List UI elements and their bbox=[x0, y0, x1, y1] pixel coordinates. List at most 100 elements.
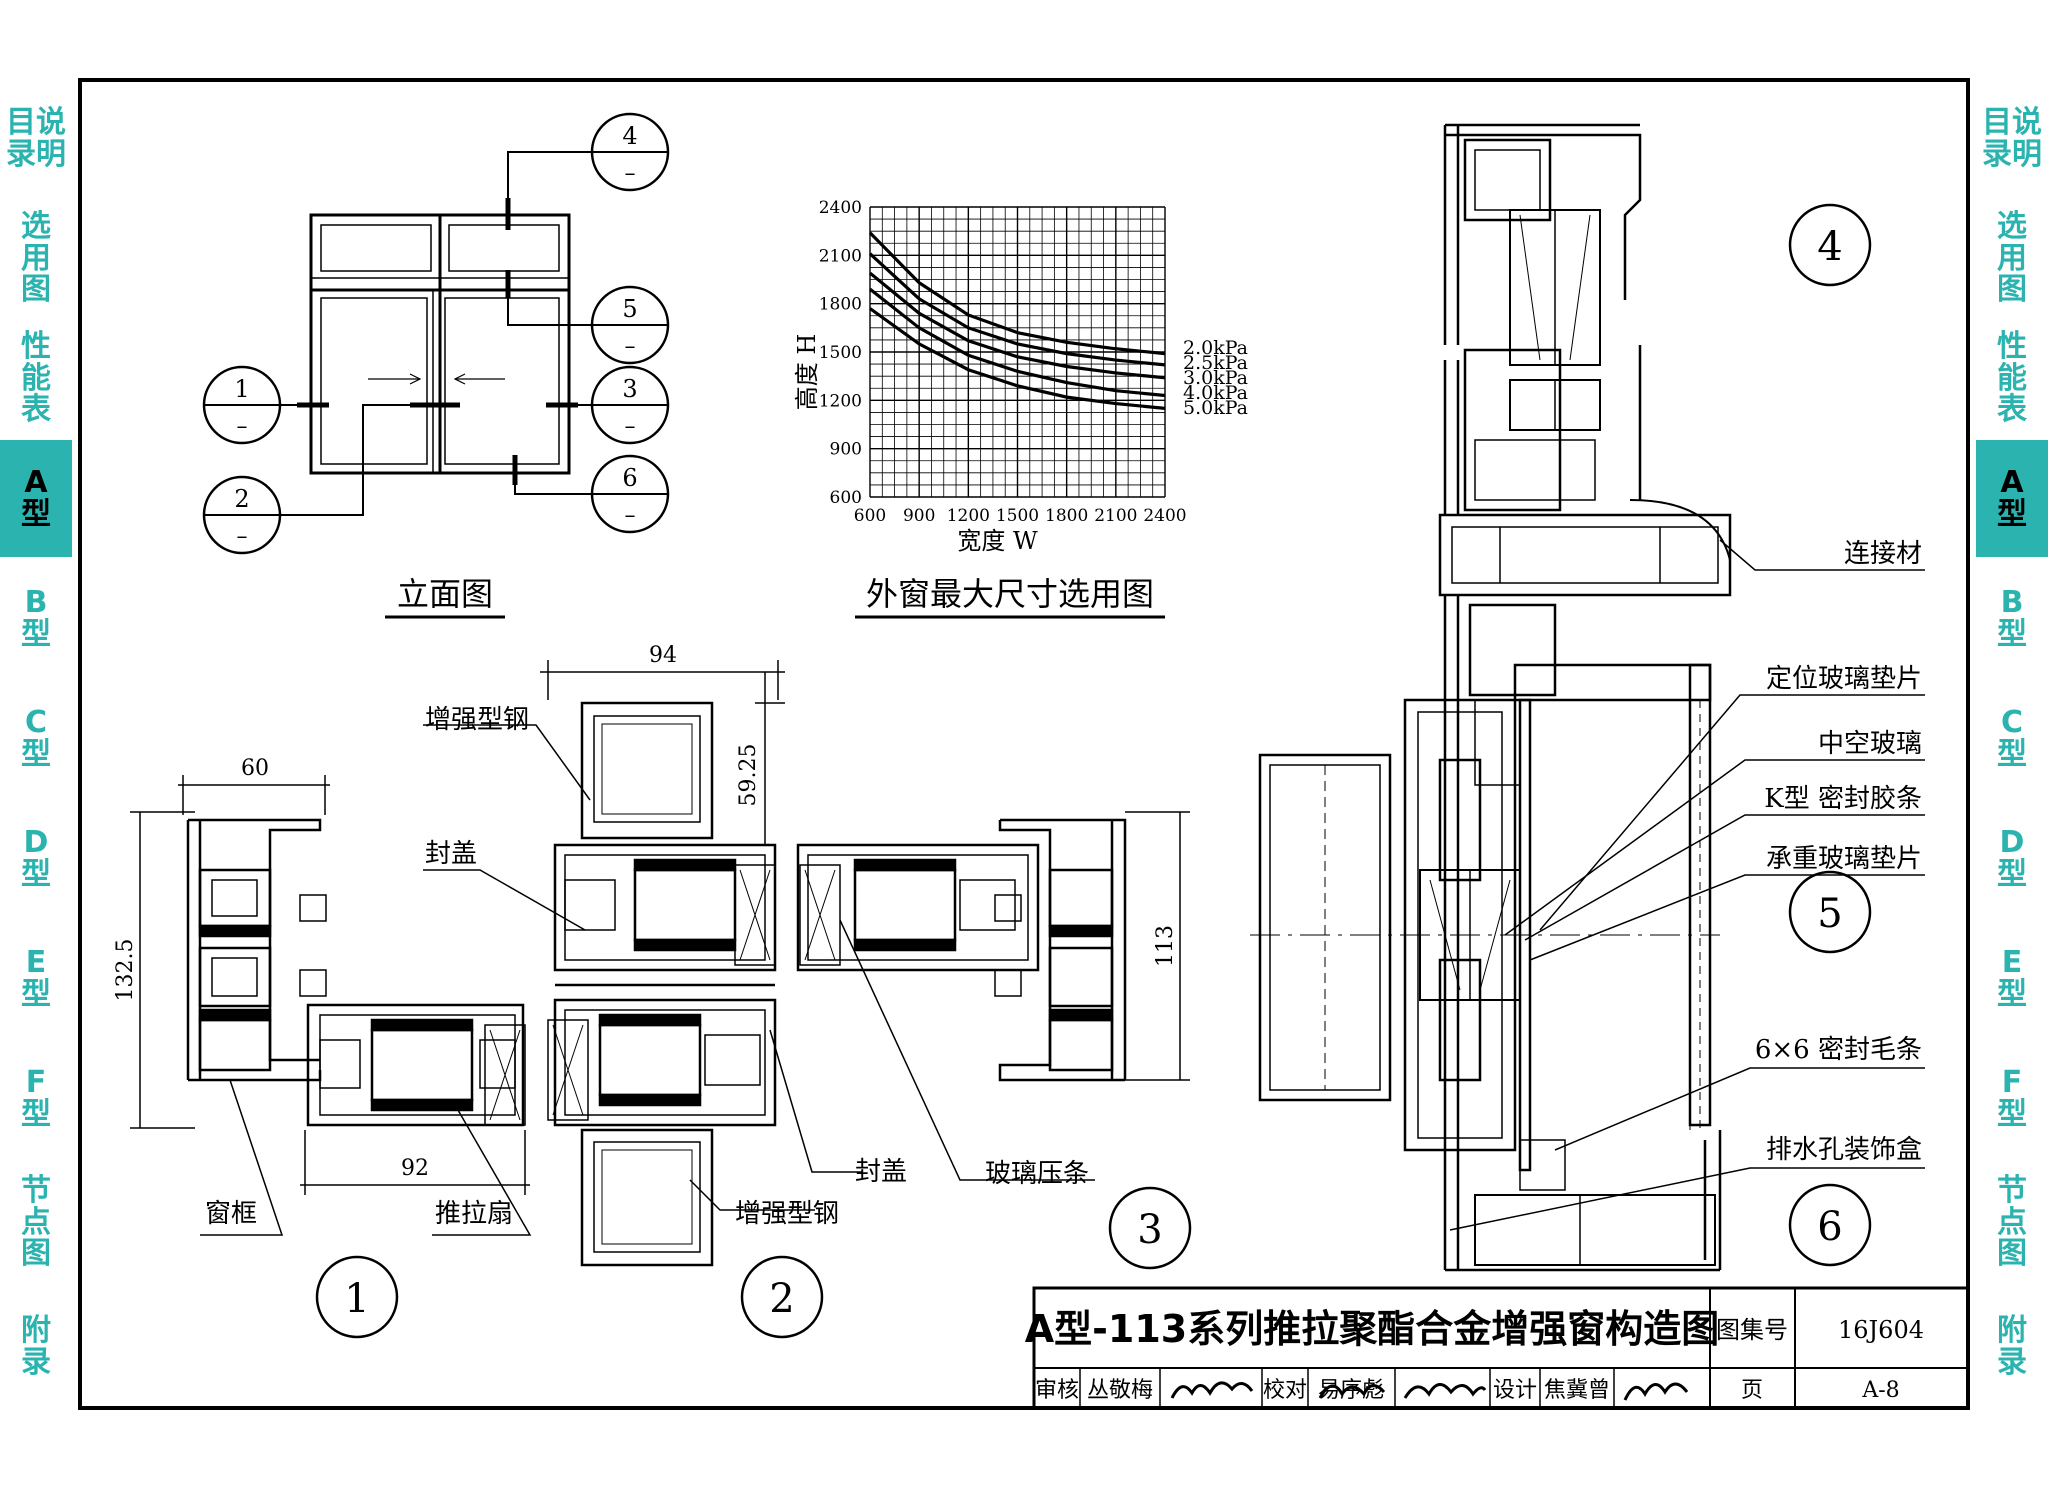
side-tab-left-8[interactable]: F 型 bbox=[0, 1040, 72, 1160]
dim-94: 94 bbox=[649, 643, 677, 668]
atlas-value: 16J604 bbox=[1838, 1316, 1924, 1344]
side-tab-label: 选 用 图 bbox=[1997, 209, 2027, 308]
side-tab-left-0[interactable]: 目说 录明 bbox=[0, 80, 72, 200]
side-tab-left-6[interactable]: D 型 bbox=[0, 800, 72, 920]
side-tab-left-7[interactable]: E 型 bbox=[0, 920, 72, 1040]
node-number: 4 bbox=[1817, 224, 1842, 270]
callout-number: 3 bbox=[622, 375, 637, 403]
side-tab-left-5[interactable]: C 型 bbox=[0, 680, 72, 800]
x-tick-label: 1800 bbox=[1045, 506, 1088, 526]
series-label: 2.0kPa bbox=[1183, 337, 1248, 359]
callout-sub: – bbox=[237, 414, 248, 439]
callout-sub: – bbox=[625, 161, 636, 186]
y-tick-label: 600 bbox=[830, 488, 862, 508]
side-tab-left-4[interactable]: B 型 bbox=[0, 560, 72, 680]
side-tab-left-2[interactable]: 性 能 表 bbox=[0, 320, 72, 440]
atlas-label: 图集号 bbox=[1716, 1316, 1788, 1344]
y-tick-label: 900 bbox=[830, 440, 862, 460]
review-name: 丛敬梅 bbox=[1087, 1378, 1153, 1403]
side-tab-label: E 型 bbox=[21, 945, 51, 1012]
side-tab-right-10[interactable]: 附 录 bbox=[1976, 1288, 2048, 1408]
node-number: 6 bbox=[1817, 1204, 1842, 1250]
sheet-border bbox=[78, 78, 1970, 1410]
node-circle bbox=[740, 1255, 824, 1339]
callout-number: 1 bbox=[234, 375, 249, 403]
review-label: 审核 bbox=[1035, 1378, 1079, 1403]
node-number: 3 bbox=[1137, 1207, 1162, 1253]
x-tick-label: 2400 bbox=[1143, 506, 1186, 526]
check-label: 校对 bbox=[1263, 1378, 1307, 1403]
side-tab-label: F 型 bbox=[21, 1065, 51, 1132]
side-tab-label: 选 用 图 bbox=[21, 209, 51, 308]
y-tick-label: 1800 bbox=[819, 295, 862, 315]
callout-number: 2 bbox=[234, 485, 249, 513]
side-tab-label: D 型 bbox=[21, 825, 51, 892]
dim-60: 60 bbox=[241, 756, 269, 781]
x-tick-label: 1500 bbox=[996, 506, 1039, 526]
design-label: 设计 bbox=[1493, 1378, 1537, 1403]
side-tab-right-3[interactable]: A 型 bbox=[1976, 440, 2048, 560]
x-axis-label: 宽度 W bbox=[957, 527, 1038, 555]
dim-113: 113 bbox=[1153, 925, 1178, 967]
side-tab-label: B 型 bbox=[1997, 585, 2027, 652]
callout-number: 5 bbox=[622, 295, 637, 323]
elevation-callouts: 4–5–1–3–2–6– bbox=[202, 112, 670, 555]
side-tab-right-4[interactable]: B 型 bbox=[1976, 560, 2048, 680]
x-tick-label: 600 bbox=[854, 506, 886, 526]
label-steel_bottom: 增强型钢 bbox=[735, 1199, 839, 1229]
side-tab-label: 节 点 图 bbox=[21, 1173, 51, 1272]
label-cap_right: 封盖 bbox=[855, 1157, 907, 1187]
section-leaders bbox=[200, 724, 1095, 1236]
series-label: 4.0kPa bbox=[1183, 382, 1248, 404]
signatures bbox=[1170, 1381, 1689, 1401]
label-sash: 推拉扇 bbox=[435, 1199, 513, 1229]
side-tab-label: 附 录 bbox=[1997, 1313, 2027, 1380]
node-circle bbox=[1788, 203, 1872, 287]
series-label: 3.0kPa bbox=[1183, 367, 1248, 389]
elevation-title: 立面图 bbox=[397, 575, 493, 613]
side-tab-right-5[interactable]: C 型 bbox=[1976, 680, 2048, 800]
elevation-view bbox=[280, 151, 593, 516]
side-tab-left-3[interactable]: A 型 bbox=[0, 440, 72, 560]
chart-title: 外窗最大尺寸选用图 bbox=[866, 575, 1154, 613]
y-tick-label: 1200 bbox=[819, 391, 862, 411]
drawing-title: A型-113系列推拉聚酯合金增强窗构造图 bbox=[1025, 1307, 1720, 1351]
x-tick-label: 900 bbox=[903, 506, 935, 526]
vertical-section bbox=[1250, 123, 1732, 1272]
node-circle bbox=[1788, 870, 1872, 954]
side-tab-label: 目说 录明 bbox=[6, 105, 66, 172]
y-tick-label: 2400 bbox=[819, 198, 862, 218]
label-frame: 窗框 bbox=[205, 1199, 257, 1229]
series-label: 2.5kPa bbox=[1183, 352, 1248, 374]
page-label: 页 bbox=[1741, 1378, 1763, 1403]
side-tab-right-9[interactable]: 节 点 图 bbox=[1976, 1160, 2048, 1288]
vertical-label-2: 中空玻璃 bbox=[1818, 729, 1922, 759]
callout-sub: – bbox=[625, 334, 636, 359]
x-tick-label: 1200 bbox=[947, 506, 990, 526]
side-tab-left-1[interactable]: 选 用 图 bbox=[0, 200, 72, 320]
vertical-label-5: 6×6 密封毛条 bbox=[1755, 1035, 1922, 1065]
series-line-4.0kPa bbox=[869, 287, 1166, 398]
series-line-2.0kPa bbox=[868, 231, 1166, 356]
callout-sub: – bbox=[625, 414, 636, 439]
dimensions bbox=[130, 660, 1190, 1195]
side-tab-label: 节 点 图 bbox=[1997, 1173, 2027, 1272]
design-name: 焦冀曾 bbox=[1544, 1378, 1610, 1403]
side-tab-left-10[interactable]: 附 录 bbox=[0, 1288, 72, 1408]
side-tab-label: B 型 bbox=[21, 585, 51, 652]
dim-92: 92 bbox=[401, 1156, 429, 1181]
side-tab-right-2[interactable]: 性 能 表 bbox=[1976, 320, 2048, 440]
x-tick-label: 2100 bbox=[1094, 506, 1137, 526]
side-tab-left-9[interactable]: 节 点 图 bbox=[0, 1160, 72, 1288]
side-tab-right-8[interactable]: F 型 bbox=[1976, 1040, 2048, 1160]
vertical-leaders bbox=[1449, 539, 1925, 1231]
callout-sub: – bbox=[625, 503, 636, 528]
side-tab-right-1[interactable]: 选 用 图 bbox=[1976, 200, 2048, 320]
node-circle bbox=[1788, 1183, 1872, 1267]
node-number: 1 bbox=[344, 1276, 369, 1322]
side-tab-right-0[interactable]: 目说 录明 bbox=[1976, 80, 2048, 200]
check-name: 易序彪 bbox=[1318, 1378, 1384, 1403]
side-tab-right-7[interactable]: E 型 bbox=[1976, 920, 2048, 1040]
side-tab-right-6[interactable]: D 型 bbox=[1976, 800, 2048, 920]
